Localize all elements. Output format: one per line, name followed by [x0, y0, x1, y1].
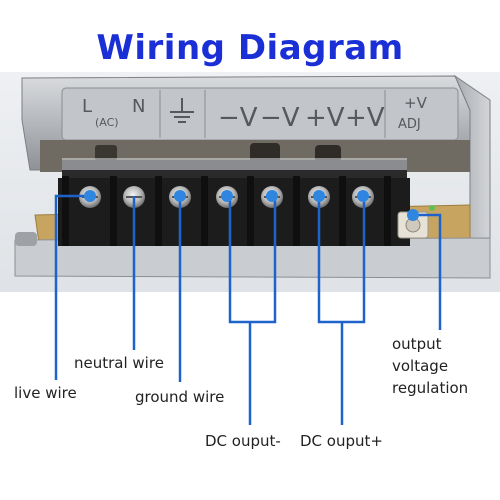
terminal-separators — [62, 176, 391, 246]
label-dc-output-plus: DC ouput+ — [300, 432, 383, 450]
marker-dc-minus-1 — [221, 190, 233, 202]
potentiometer-icon — [397, 205, 435, 239]
label-output-line1: output — [392, 335, 442, 353]
leader-output-adj — [413, 213, 442, 330]
label-output-voltage-regulation: output voltage regulation — [392, 333, 500, 399]
leader-lines — [54, 194, 442, 425]
page-title: Wiring Diagram — [96, 28, 404, 68]
label-ground-wire: ground wire — [135, 388, 225, 406]
marking-plus-v-1: +V — [305, 103, 345, 133]
marking-l: L — [82, 96, 92, 117]
ground-symbol-icon — [170, 98, 194, 123]
marker-dc-plus-2 — [357, 190, 369, 202]
marking-minus-v-2: −V — [260, 103, 300, 133]
marker-output-adj — [407, 209, 419, 221]
label-live-wire: live wire — [14, 384, 77, 402]
label-output-line2: voltage — [392, 357, 449, 375]
marking-minus-v-1: −V — [218, 103, 258, 133]
marking-adj: ADJ — [398, 117, 421, 132]
marker-live — [84, 190, 96, 202]
label-output-line3: regulation — [392, 379, 469, 397]
marker-dc-plus-1 — [313, 190, 325, 202]
panel-markings: L (AC) N −V −V +V +V +V ADJ — [82, 94, 428, 133]
marking-plus-v-3: +V — [404, 94, 428, 112]
marking-ac: (AC) — [95, 116, 119, 129]
marking-plus-v-2: +V — [345, 103, 385, 133]
marker-dc-minus-2 — [266, 190, 278, 202]
label-dc-output-minus: DC ouput- — [205, 432, 281, 450]
terminal-markers — [84, 190, 419, 221]
marker-ground — [174, 190, 186, 202]
label-neutral-wire: neutral wire — [74, 354, 164, 372]
marking-n: N — [132, 96, 145, 117]
leader-live — [54, 194, 90, 380]
